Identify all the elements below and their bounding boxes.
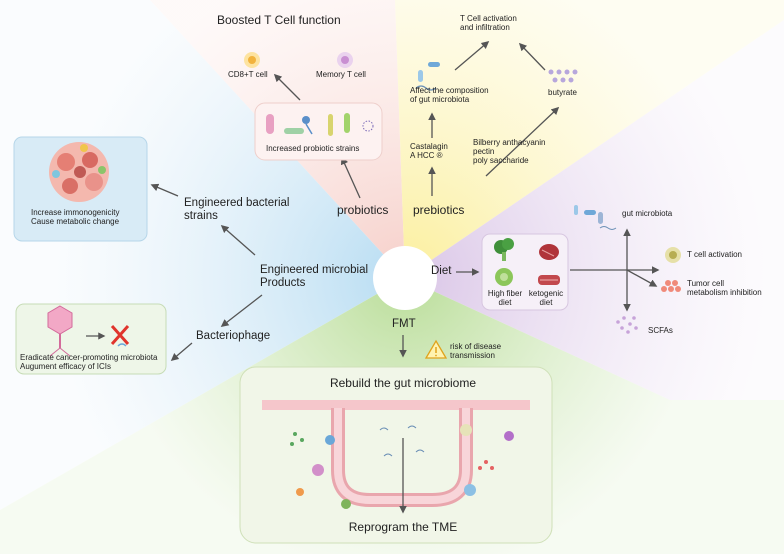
- scfas-icon: [616, 316, 638, 334]
- microbiota-icon: [415, 62, 440, 91]
- gut-microbiota-icon: [574, 205, 617, 230]
- meat-slices-icon: [538, 275, 560, 285]
- cd8-t-cell-icon: [244, 52, 260, 68]
- prebiotics-sector: [395, 0, 784, 278]
- intestinal-villus-icon: [262, 400, 530, 507]
- boosted-t-cell-title: Boosted T Cell function: [217, 13, 341, 27]
- gut-microbiome-box: [239, 366, 553, 544]
- warning-icon: [424, 339, 448, 359]
- scfas-label: SCFAs: [648, 326, 673, 335]
- prebiotics-label: prebiotics: [413, 203, 465, 217]
- bacteriophage-icon: [47, 305, 73, 357]
- microbe-dots-icon: [290, 424, 514, 509]
- center-circle: [373, 246, 437, 310]
- fmt-label: FMT: [392, 318, 416, 330]
- broccoli-icon: [494, 238, 514, 261]
- reprogram-tme-label: Reprogram the TME: [348, 520, 458, 534]
- memory-t-cell-icon: [337, 52, 353, 68]
- butyrate-icon: [548, 69, 578, 83]
- engineered-sector: [0, 0, 405, 510]
- cd8-t-cell-label: CD8+T cell: [228, 70, 268, 79]
- butyrate-label: butyrate: [548, 88, 577, 97]
- memory-t-cell-label: Memory T cell: [316, 70, 366, 79]
- rebuild-gut-microbiome-label: Rebuild the gut microbiome: [329, 376, 477, 390]
- gut-microbiota-label: gut microbiota: [622, 209, 673, 218]
- probiotics-label: probiotics: [337, 203, 389, 217]
- t-cell-activation-icon: [665, 247, 681, 263]
- probiotic-strains-box: [254, 102, 383, 161]
- t-cell-activation-diet-label: T cell activation: [687, 250, 742, 259]
- probiotic-strains-label: Increased probiotic strains: [266, 144, 360, 153]
- tumor-cluster-icon: [49, 142, 109, 202]
- diet-label: Diet: [431, 265, 452, 277]
- bacteriophage-label: Bacteriophage: [196, 330, 271, 342]
- steak-icon: [539, 244, 559, 260]
- probiotic-bacteria-icon: [266, 113, 374, 136]
- tumor-cell-icon: [661, 280, 681, 292]
- eradicate-cross-icon: [110, 325, 130, 347]
- cabbage-icon: [495, 268, 513, 286]
